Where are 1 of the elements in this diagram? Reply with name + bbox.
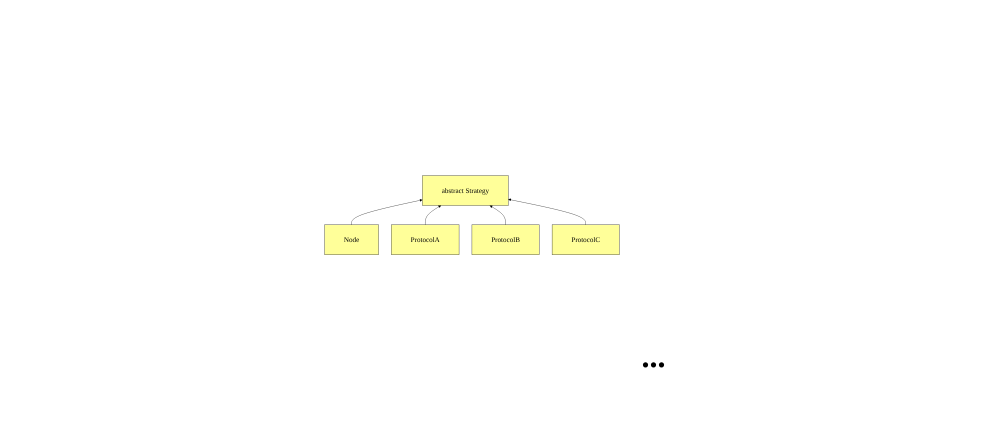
ellipsis-note: ...: [641, 338, 666, 375]
